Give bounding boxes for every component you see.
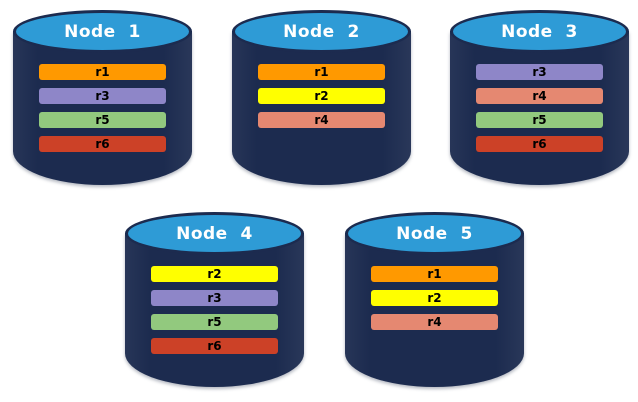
replica-bar-r2[interactable]: r2 xyxy=(151,266,278,282)
replica-bar-r1[interactable]: r1 xyxy=(258,64,385,80)
replica-bar-r3[interactable]: r3 xyxy=(39,88,166,104)
replica-bar-r2[interactable]: r2 xyxy=(258,88,385,104)
cylinder-body xyxy=(450,31,629,185)
replica-bar-r2[interactable]: r2 xyxy=(371,290,498,306)
replica-bar-r5[interactable]: r5 xyxy=(39,112,166,128)
replica-bar-r1[interactable]: r1 xyxy=(371,266,498,282)
node-label: Node 2 xyxy=(283,21,360,42)
replica-bar-r6[interactable]: r6 xyxy=(39,136,166,152)
node-label: Node 3 xyxy=(501,21,578,42)
database-node-1[interactable]: Node 1 r1 r3 r5 r6 xyxy=(13,10,192,185)
replica-list: r1 r3 r5 r6 xyxy=(39,64,166,152)
cylinder-top-ellipse xyxy=(345,212,524,255)
cylinder-top-ellipse xyxy=(125,212,304,255)
replica-bar-r5[interactable]: r5 xyxy=(151,314,278,330)
database-node-3[interactable]: Node 3 r3 r4 r5 r6 xyxy=(450,10,629,185)
cylinder-top-ellipse xyxy=(13,10,192,53)
replica-bar-r3[interactable]: r3 xyxy=(476,64,603,80)
replica-list: r1 r2 r4 xyxy=(371,266,498,330)
replica-bar-r4[interactable]: r4 xyxy=(371,314,498,330)
cylinder-body xyxy=(125,233,304,387)
replica-bar-r6[interactable]: r6 xyxy=(476,136,603,152)
replica-bar-r6[interactable]: r6 xyxy=(151,338,278,354)
cylinder-top-ellipse xyxy=(232,10,411,53)
cylinder-body xyxy=(232,31,411,185)
node-label: Node 4 xyxy=(176,223,253,244)
replica-bar-r3[interactable]: r3 xyxy=(151,290,278,306)
replica-list: r3 r4 r5 r6 xyxy=(476,64,603,152)
replica-bar-r1[interactable]: r1 xyxy=(39,64,166,80)
database-node-4[interactable]: Node 4 r2 r3 r5 r6 xyxy=(125,212,304,387)
node-label: Node 1 xyxy=(64,21,141,42)
cylinder-body xyxy=(345,233,524,387)
replica-list: r2 r3 r5 r6 xyxy=(151,266,278,354)
replica-bar-r4[interactable]: r4 xyxy=(476,88,603,104)
replica-bar-r5[interactable]: r5 xyxy=(476,112,603,128)
database-node-5[interactable]: Node 5 r1 r2 r4 xyxy=(345,212,524,387)
node-label: Node 5 xyxy=(396,223,473,244)
replica-bar-r4[interactable]: r4 xyxy=(258,112,385,128)
cylinder-top-ellipse xyxy=(450,10,629,53)
database-node-2[interactable]: Node 2 r1 r2 r4 xyxy=(232,10,411,185)
replica-list: r1 r2 r4 xyxy=(258,64,385,128)
cylinder-body xyxy=(13,31,192,185)
